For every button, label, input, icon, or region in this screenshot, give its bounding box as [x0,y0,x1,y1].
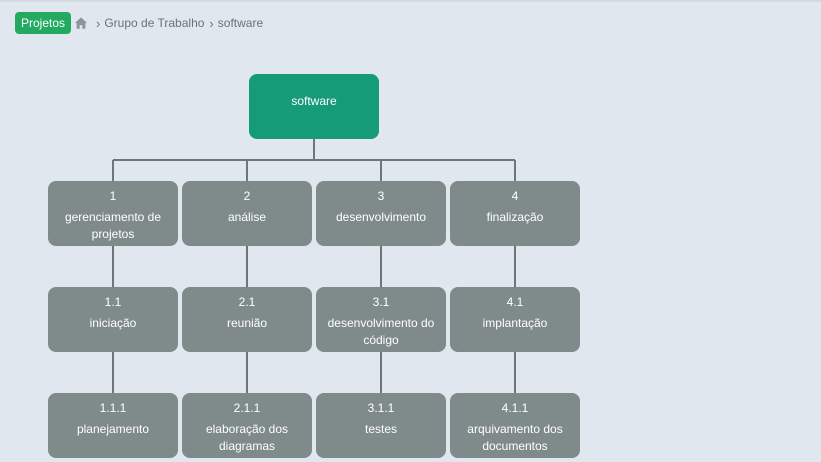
breadcrumb: › Grupo de Trabalho › software [74,15,263,31]
node-number: 3 [377,189,385,203]
breadcrumb-item-current: software [217,16,264,30]
tree-node[interactable]: 2.1 reunião [182,287,312,352]
node-number: 1 [109,189,117,203]
tree-node[interactable]: 2.1.1 elaboração dos diagramas [182,393,312,458]
tree-node[interactable]: 1.1.1 planejamento [48,393,178,458]
node-label: reunião [226,316,268,330]
top-border [0,0,821,2]
node-number: 3.1.1 [367,401,395,415]
breadcrumb-item-group[interactable]: Grupo de Trabalho [104,16,205,30]
tree-node[interactable]: 4 finalização [450,181,580,246]
node-label: testes [364,422,397,436]
node-number: 1.1 [104,295,122,309]
node-number: 1.1.1 [99,401,127,415]
node-label: desenvolvimento do código [327,316,435,347]
tree-node[interactable]: 3.1.1 testes [316,393,446,458]
node-number: 4.1.1 [501,401,529,415]
node-label: finalização [486,210,544,224]
node-number: 2.1.1 [233,401,261,415]
tree-node[interactable]: 4.1 implantação [450,287,580,352]
tree-root-node[interactable]: software [249,74,379,139]
tree-node[interactable]: 3.1 desenvolvimento do código [316,287,446,352]
tree-node[interactable]: 1 gerenciamento de projetos [48,181,178,246]
node-number: 3.1 [372,295,390,309]
chevron-right-icon: › [96,15,101,31]
node-label: iniciação [89,316,137,330]
tree-node[interactable]: 2 análise [182,181,312,246]
node-number: 4.1 [506,295,524,309]
node-label: arquivamento dos documentos [467,422,563,453]
node-label: implantação [482,316,548,330]
tree-node[interactable]: 3 desenvolvimento [316,181,446,246]
projects-button[interactable]: Projetos [15,12,72,34]
node-label: elaboração dos diagramas [205,422,289,453]
node-label: gerenciamento de projetos [64,210,162,241]
tree-node[interactable]: 4.1.1 arquivamento dos documentos [450,393,580,458]
node-label: planejamento [76,422,150,436]
tree-node[interactable]: 1.1 iniciação [48,287,178,352]
node-number: 4 [511,189,519,203]
chevron-right-icon: › [209,15,214,31]
node-number: 2.1 [238,295,256,309]
node-label: análise [227,210,267,224]
node-label: desenvolvimento [335,210,427,224]
node-number: 2 [243,189,251,203]
home-icon[interactable] [74,16,88,30]
